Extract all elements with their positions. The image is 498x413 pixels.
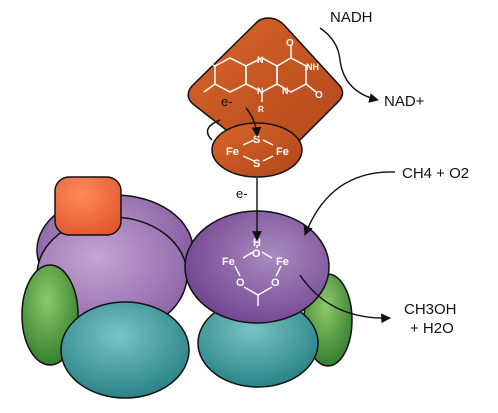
hydroxylase-protein <box>21 176 353 399</box>
substrate-arrow <box>303 171 396 236</box>
electron-arrow-flavin-to-fes <box>245 107 262 137</box>
flavin-r-label: R <box>258 105 264 114</box>
flavin-n-ring-1-label: N <box>257 55 264 65</box>
diiron-h-label: H <box>253 237 261 249</box>
flavin-nh-label: NH <box>306 62 319 72</box>
fe-s-s-bottom-label: S <box>253 158 260 170</box>
diiron-o-bridge-label: O <box>252 248 261 260</box>
water-label: + H2O <box>410 320 454 337</box>
fe-s-fe-right-label: Fe <box>276 146 289 158</box>
electron-label-top: e- <box>221 94 233 109</box>
methanol-label: CH3OH <box>404 301 457 318</box>
flavin-o-top-label: O <box>286 38 294 49</box>
flavin-o-bottom-label: O <box>315 90 323 101</box>
diiron-center: H O Fe Fe O O <box>222 237 289 306</box>
diiron-o-right-label: O <box>271 277 280 289</box>
flavin-domain: O NH O N N N R <box>187 17 344 163</box>
labels: NADH NAD+ e- e- CH4 + O2 CH3OH + H2O <box>221 9 469 337</box>
orange-subunit <box>54 176 122 236</box>
flavin-ring-structure <box>203 46 317 102</box>
fe-s-cluster-domain: S S Fe Fe <box>211 122 303 178</box>
diiron-fe-right-label: Fe <box>276 256 289 268</box>
nad-plus-label: NAD+ <box>384 93 425 110</box>
fe-s-s-top-label: S <box>253 134 260 146</box>
nadh-label: NADH <box>330 9 373 26</box>
teal-subunit-left <box>60 301 190 399</box>
electron-label-mid: e- <box>236 186 248 201</box>
flavin-n-ring-2-label: N <box>257 86 264 96</box>
arrows <box>245 27 396 324</box>
domain-linker <box>206 119 221 141</box>
fe-s-bonds <box>242 139 274 162</box>
diiron-o-left-label: O <box>236 277 245 289</box>
diiron-fe-left-label: Fe <box>222 256 235 268</box>
fe-s-fe-left-label: Fe <box>226 146 239 158</box>
flavin-n-ring-3-label: N <box>282 86 289 96</box>
fe-s-ellipse <box>211 122 303 178</box>
methane-o2-label: CH4 + O2 <box>402 165 469 182</box>
nadh-to-nad-arrow <box>319 27 379 103</box>
product-arrow <box>299 274 391 324</box>
